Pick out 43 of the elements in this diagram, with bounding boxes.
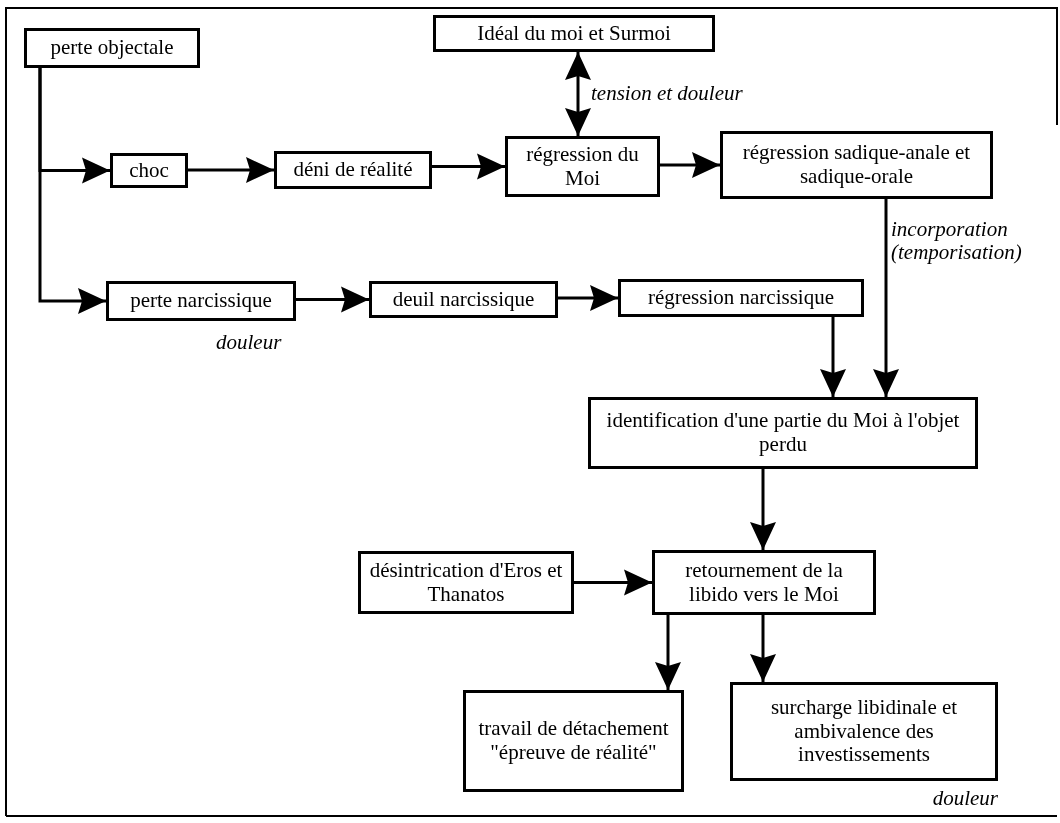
arrow — [873, 199, 899, 397]
arrow — [750, 615, 776, 682]
process-box — [505, 136, 660, 197]
arrow — [38, 68, 106, 314]
process-box — [720, 131, 993, 199]
process-box — [652, 550, 876, 615]
box-text: travail de détachement "épreuve de réalité" — [477, 717, 670, 765]
arrow — [558, 285, 618, 311]
box-text: perte objectale — [49, 36, 175, 60]
process-box — [110, 153, 188, 188]
process-box — [730, 682, 998, 781]
arrow — [820, 317, 846, 397]
box-text: surcharge libidinale et ambivalence des investissements — [769, 696, 959, 767]
process-box — [369, 281, 558, 318]
process-box — [618, 279, 864, 317]
box-text: retournement de la libido vers le Moi — [684, 559, 844, 606]
box-text: désintrication d'Eros et Thanatos — [368, 559, 564, 606]
process-box — [358, 551, 574, 614]
box-text: choc — [128, 158, 170, 183]
arrow — [188, 157, 274, 183]
process-box — [274, 151, 432, 189]
box-text: perte narcissique — [129, 289, 273, 313]
arrow — [750, 469, 776, 550]
annotation-text: douleur — [216, 330, 282, 355]
box-text: Idéal du moi et Surmoi — [476, 21, 672, 46]
arrow — [565, 52, 591, 136]
box-text: régression sadique-anale et sadique-orale — [741, 141, 972, 189]
box-text: régression du Moi — [525, 143, 640, 190]
process-box — [24, 28, 200, 68]
process-box — [433, 15, 715, 52]
arrow — [660, 152, 720, 178]
box-text: régression narcissique — [647, 286, 835, 310]
arrow — [432, 153, 505, 180]
process-box — [106, 281, 296, 321]
box-text: déni de réalité — [292, 158, 414, 182]
arrow — [574, 569, 652, 596]
process-box — [463, 690, 684, 792]
box-text: identification d'une partie du Moi à l'objet perdu — [605, 409, 961, 457]
annotation-text: douleur — [932, 786, 998, 811]
arrow — [296, 286, 369, 313]
process-box — [588, 397, 978, 469]
box-text: deuil narcissique — [391, 287, 536, 312]
arrow — [655, 615, 681, 690]
